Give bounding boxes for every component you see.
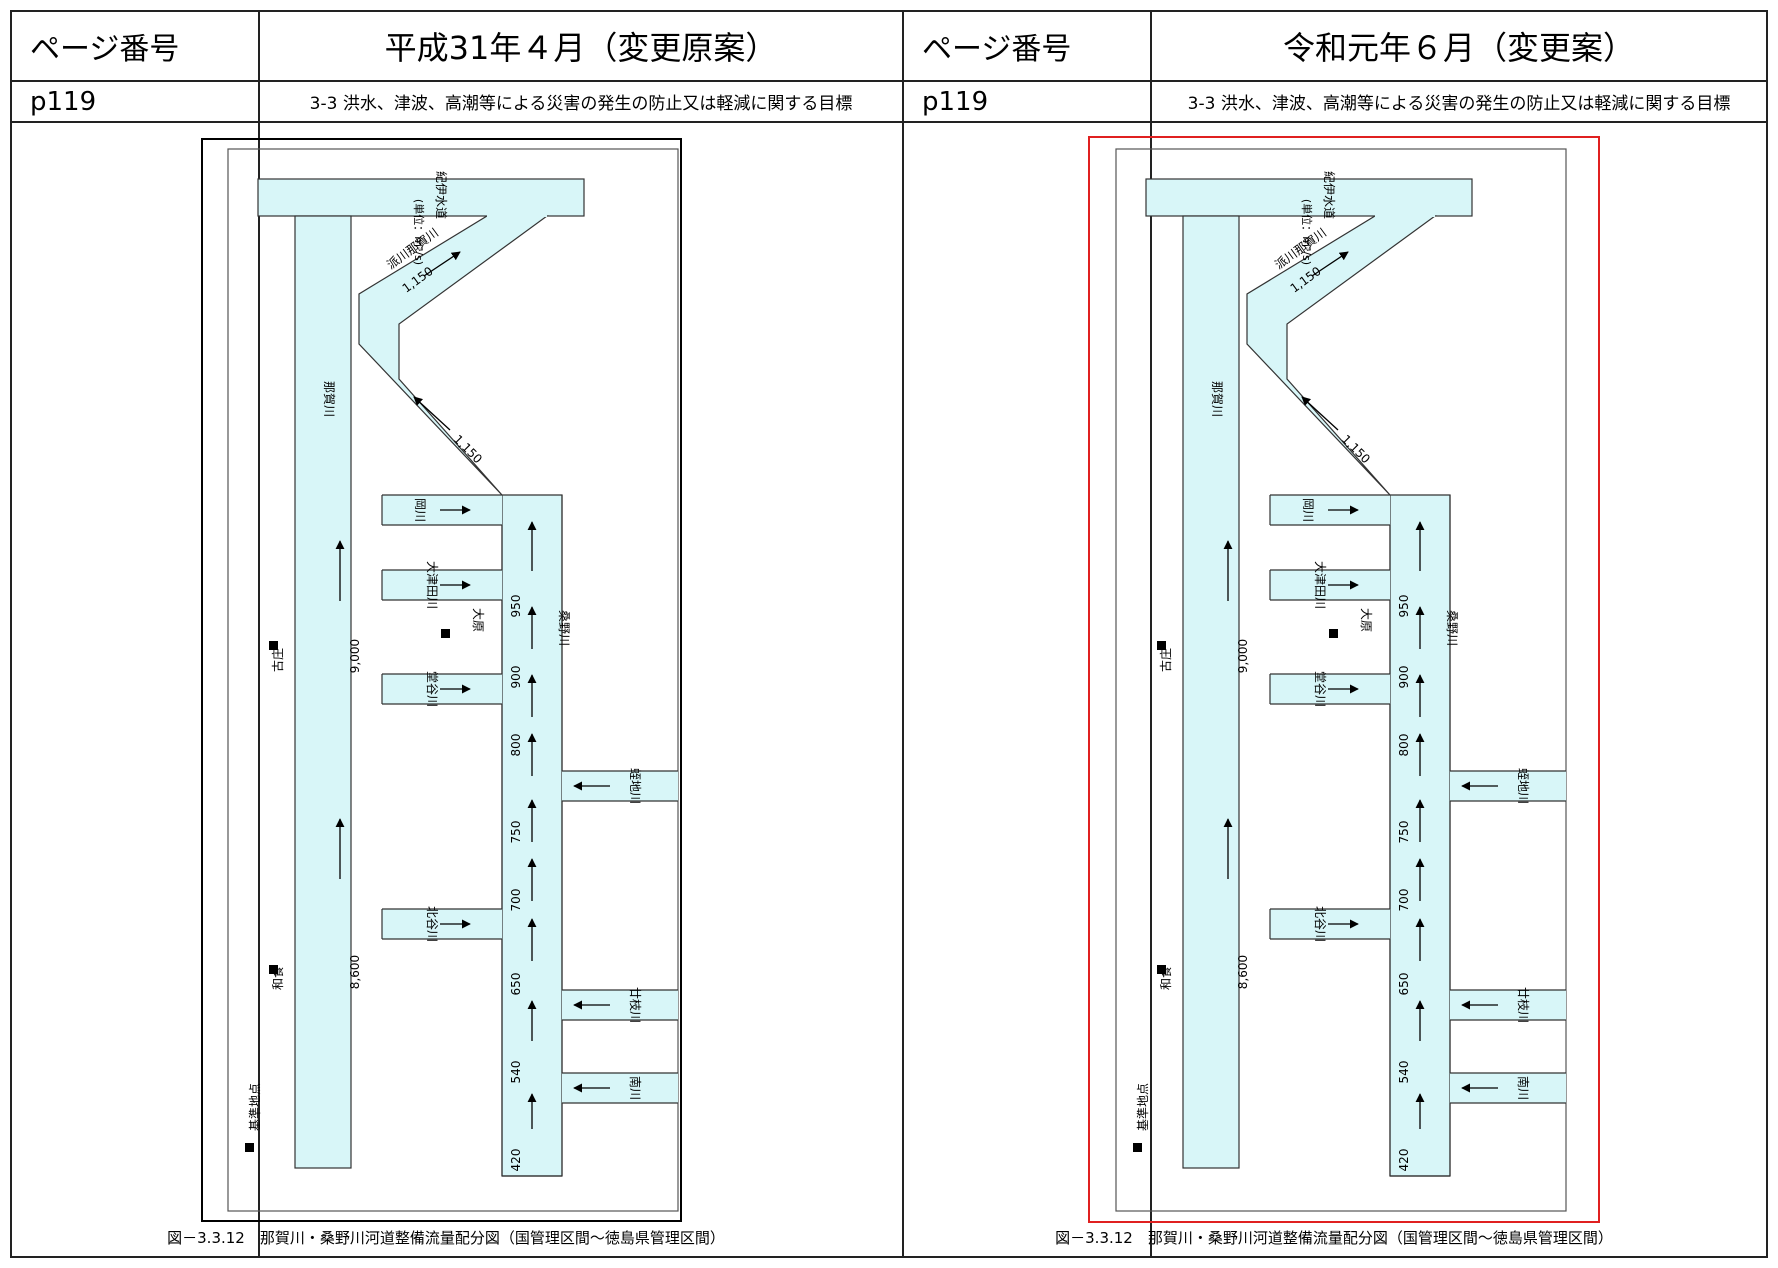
right-flow-750: 750 <box>1397 821 1411 844</box>
right-label-kitanotanigawa: 北谷川 <box>1313 906 1327 942</box>
right-title: 令和元年６月（変更案） <box>1282 29 1635 67</box>
left-flow-420: 420 <box>509 1149 523 1172</box>
left-label-ohara: 大原 <box>471 608 485 632</box>
right-label-okagawa: 岡川 <box>1301 498 1315 522</box>
right-label-base-point: 基準地点 <box>1135 1083 1150 1131</box>
left-page-number: p119 <box>30 86 97 117</box>
left-flow-540: 540 <box>509 1061 523 1084</box>
left-flow-750: 750 <box>509 821 523 844</box>
right-label-nakagawa: 那賀川 <box>1210 381 1224 417</box>
left-label-minamigawa: 南川 <box>628 1076 643 1100</box>
left-label-unit: (単位：m³/s) <box>412 199 426 265</box>
left-page-label: ページ番号 <box>30 32 180 67</box>
left-label-base-point: 基準地点 <box>247 1083 262 1131</box>
left-label-amashigawa: 廿枝川 <box>628 987 643 1023</box>
right-label-otsudagawa: 大津田川 <box>1313 561 1327 609</box>
left-section-title: 3-3 洪水、津波、高潮等による災害の発生の防止又は軽減に関する目標 <box>309 94 853 114</box>
right-flow-950: 950 <box>1397 595 1411 618</box>
left-label-kii-suido: 紀伊水道 <box>434 171 448 219</box>
table-row-divider <box>10 80 1768 82</box>
table-divider <box>258 10 260 1258</box>
right-page-number: p119 <box>922 86 989 117</box>
right-label-dotanigawa: 堂谷川 <box>1313 671 1327 707</box>
left-flow-950: 950 <box>509 595 523 618</box>
right-flow-hasen-lower: 1,150 <box>1339 432 1373 466</box>
right-label-minamigawa: 南川 <box>1516 1076 1531 1100</box>
left-diagram <box>201 138 682 1222</box>
right-label-kosho: 古庄 <box>1158 648 1173 672</box>
left-label-otsudagawa: 大津田川 <box>425 561 439 609</box>
left-diagram-frame <box>201 138 682 1222</box>
left-flow-650: 650 <box>509 973 523 996</box>
left-flow-700: 700 <box>509 889 523 912</box>
right-flow-900: 900 <box>1397 666 1411 689</box>
right-diagram <box>1088 136 1600 1223</box>
left-flow-naka-lower: 8,600 <box>348 955 362 989</box>
right-flow-650: 650 <box>1397 973 1411 996</box>
right-flow-540: 540 <box>1397 1061 1411 1084</box>
left-label-okagawa: 岡川 <box>413 498 427 522</box>
left-flow-naka-upper: 9,000 <box>348 639 362 673</box>
right-label-kii-suido: 紀伊水道 <box>1322 171 1336 219</box>
left-flow-900: 900 <box>509 666 523 689</box>
right-section-title: 3-3 洪水、津波、高潮等による災害の発生の防止又は軽減に関する目標 <box>1187 94 1731 114</box>
right-flow-420: 420 <box>1397 1149 1411 1172</box>
table-divider <box>1150 10 1152 1258</box>
right-flow-naka-lower: 8,600 <box>1236 955 1250 989</box>
right-label-ebisu: 蛭地川 <box>1516 768 1531 804</box>
right-label-unit: (単位：m³/s) <box>1300 199 1314 265</box>
right-label-ohara: 大原 <box>1359 608 1373 632</box>
right-flow-800: 800 <box>1397 734 1411 757</box>
right-diagram-highlight-frame <box>1088 136 1600 1223</box>
left-label-kitanotanigawa: 北谷川 <box>425 906 439 942</box>
left-title: 平成31年４月（変更原案） <box>384 29 778 67</box>
left-label-kosho: 古庄 <box>270 648 285 672</box>
right-flow-naka-upper: 9,000 <box>1236 639 1250 673</box>
right-flow-700: 700 <box>1397 889 1411 912</box>
right-label-amashigawa: 廿枝川 <box>1516 987 1531 1023</box>
right-page-label: ページ番号 <box>922 32 1072 67</box>
left-flow-800: 800 <box>509 734 523 757</box>
table-row-divider <box>10 121 1768 123</box>
left-label-nakagawa: 那賀川 <box>322 381 336 417</box>
left-figure-caption: 図－3.3.12 那賀川・桑野川河道整備流量配分図（国管理区間～徳島県管理区間） <box>167 1229 725 1247</box>
comparison-table <box>10 10 1768 1258</box>
left-label-kuwanogawa: 桑野川 <box>557 610 571 646</box>
right-figure-caption: 図－3.3.12 那賀川・桑野川河道整備流量配分図（国管理区間～徳島県管理区間） <box>1055 1229 1613 1247</box>
left-label-wajiki: 和食 <box>270 966 285 990</box>
right-label-kuwanogawa: 桑野川 <box>1445 610 1459 646</box>
left-label-dotanigawa: 堂谷川 <box>425 671 439 707</box>
table-divider-center <box>902 10 904 1258</box>
left-flow-hasen-lower: 1,150 <box>451 432 485 466</box>
left-label-ebisu: 蛭地川 <box>628 768 643 804</box>
right-label-wajiki: 和食 <box>1158 966 1173 990</box>
